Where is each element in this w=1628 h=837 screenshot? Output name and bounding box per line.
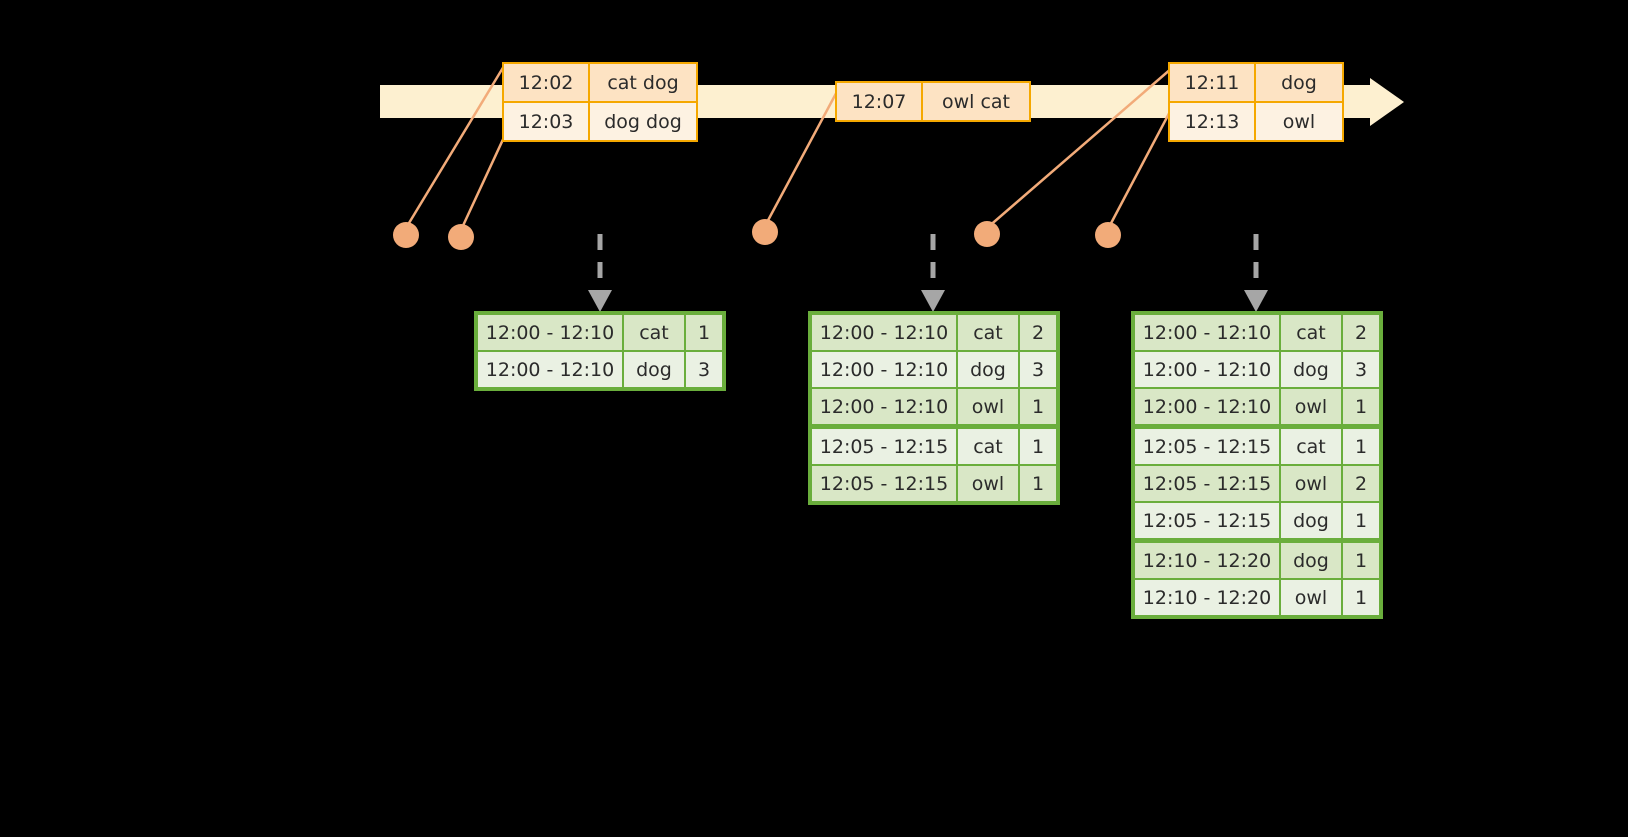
- cell-key: cat: [958, 315, 1018, 350]
- cell-key: owl: [1281, 580, 1341, 615]
- event-row: 12:11 dog: [1170, 64, 1342, 101]
- event-time: 12:02: [504, 64, 588, 101]
- cell-key: owl: [958, 466, 1018, 501]
- cell-key: dog: [1281, 543, 1341, 578]
- down-arrow-head-2: [921, 290, 945, 312]
- cell-count: 3: [1020, 352, 1056, 387]
- cell-count: 1: [1020, 466, 1056, 501]
- time-axis-arrow-icon: [1370, 78, 1404, 126]
- cell-window: 12:05 - 12:15: [812, 466, 956, 501]
- cell-key: dog: [958, 352, 1018, 387]
- cell-count: 1: [1343, 543, 1379, 578]
- cell-count: 2: [1020, 315, 1056, 350]
- event-group-a: 12:02 cat dog 12:03 dog dog: [502, 62, 698, 142]
- cell-count: 3: [1343, 352, 1379, 387]
- connector-dot-1213: [1095, 222, 1121, 248]
- connector-line-1213: [1106, 103, 1176, 230]
- event-time: 12:11: [1170, 64, 1254, 101]
- cell-count: 1: [1020, 429, 1056, 464]
- cell-count: 1: [686, 315, 722, 350]
- cell-key: dog: [1281, 352, 1341, 387]
- cell-window: 12:00 - 12:10: [812, 389, 956, 424]
- cell-window: 12:05 - 12:15: [1135, 503, 1279, 538]
- cell-window: 12:00 - 12:10: [812, 315, 956, 350]
- cell-window: 12:10 - 12:20: [1135, 580, 1279, 615]
- cell-key: owl: [1281, 389, 1341, 424]
- cell-count: 1: [1343, 503, 1379, 538]
- cell-count: 3: [686, 352, 722, 387]
- cell-window: 12:00 - 12:10: [478, 315, 622, 350]
- cell-window: 12:00 - 12:10: [812, 352, 956, 387]
- event-row: 12:02 cat dog: [504, 64, 696, 101]
- cell-window: 12:05 - 12:15: [812, 429, 956, 464]
- cell-key: cat: [624, 315, 684, 350]
- down-arrow-head-1: [588, 290, 612, 312]
- cell-count: 1: [1343, 580, 1379, 615]
- event-words: dog: [1254, 64, 1342, 101]
- cell-count: 1: [1343, 389, 1379, 424]
- event-row: 12:03 dog dog: [504, 101, 696, 140]
- cell-window: 12:05 - 12:15: [1135, 429, 1279, 464]
- cell-key: dog: [1281, 503, 1341, 538]
- cell-window: 12:10 - 12:20: [1135, 543, 1279, 578]
- cell-count: 1: [1020, 389, 1056, 424]
- event-time: 12:03: [504, 103, 588, 140]
- cell-count: 1: [1343, 429, 1379, 464]
- cell-key: owl: [958, 389, 1018, 424]
- cell-key: cat: [1281, 315, 1341, 350]
- down-arrow-head-3: [1244, 290, 1268, 312]
- cell-key: owl: [1281, 466, 1341, 501]
- cell-window: 12:00 - 12:10: [1135, 389, 1279, 424]
- cell-window: 12:00 - 12:10: [1135, 315, 1279, 350]
- event-row: 12:13 owl: [1170, 101, 1342, 140]
- event-group-b: 12:07 owl cat: [835, 81, 1031, 122]
- connector-dot-1211: [974, 221, 1000, 247]
- cell-key: cat: [958, 429, 1018, 464]
- event-row: 12:07 owl cat: [837, 83, 1029, 120]
- event-words: dog dog: [588, 103, 696, 140]
- event-words: cat dog: [588, 64, 696, 101]
- cell-window: 12:00 - 12:10: [1135, 352, 1279, 387]
- connector-dot-1203: [448, 224, 474, 250]
- event-words: owl: [1254, 103, 1342, 140]
- connector-dot-1202: [393, 222, 419, 248]
- cell-window: 12:05 - 12:15: [1135, 466, 1279, 501]
- cell-key: cat: [1281, 429, 1341, 464]
- event-time: 12:07: [837, 83, 921, 120]
- event-words: owl cat: [921, 83, 1029, 120]
- cell-window: 12:00 - 12:10: [478, 352, 622, 387]
- cell-key: dog: [624, 352, 684, 387]
- connector-dot-1207: [752, 219, 778, 245]
- event-group-c: 12:11 dog 12:13 owl: [1168, 62, 1344, 142]
- event-time: 12:13: [1170, 103, 1254, 140]
- cell-count: 2: [1343, 466, 1379, 501]
- cell-count: 2: [1343, 315, 1379, 350]
